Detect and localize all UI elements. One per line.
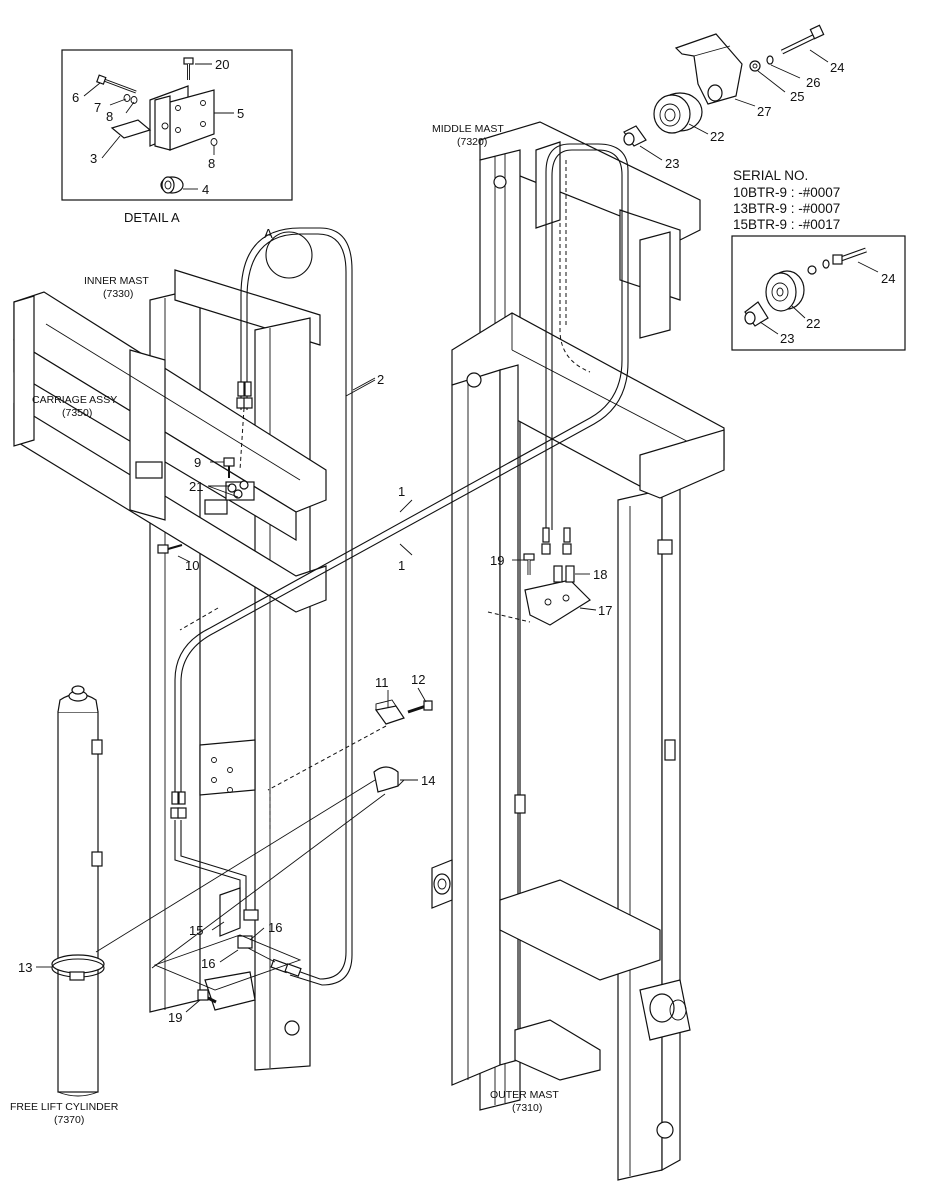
callout-11: 11 bbox=[375, 675, 389, 690]
carriage-code: (7350) bbox=[62, 407, 92, 419]
outer-mast-pivot bbox=[431, 859, 453, 909]
callout-10: 10 bbox=[185, 558, 199, 573]
detail-a-top-bolt bbox=[183, 57, 194, 80]
callout-24: 24 bbox=[830, 60, 844, 75]
serial-bolt bbox=[832, 247, 867, 265]
outer-mast bbox=[431, 312, 725, 1181]
serial-washer bbox=[822, 259, 830, 269]
callout-19b: 19 bbox=[168, 1010, 182, 1025]
serial-washer bbox=[807, 265, 817, 275]
callout-1a: 1 bbox=[398, 484, 405, 499]
middle-mast-label: MIDDLE MAST bbox=[432, 123, 504, 135]
serial-callout-22: 22 bbox=[806, 316, 820, 331]
lower-bracket bbox=[153, 887, 302, 991]
detail-a-washer bbox=[130, 96, 138, 104]
callout-21: 21 bbox=[189, 479, 203, 494]
detail-a-clip bbox=[110, 119, 152, 139]
pulley-wheel bbox=[653, 92, 703, 134]
detail-a-roller bbox=[160, 176, 184, 194]
callout-12: 12 bbox=[411, 672, 425, 687]
callout-14: 14 bbox=[421, 773, 435, 788]
hose-fittings bbox=[170, 381, 575, 977]
washer-25 bbox=[749, 60, 761, 72]
callout-27: 27 bbox=[757, 104, 771, 119]
pulley-assembly: 24 26 25 27 22 23 bbox=[623, 24, 844, 171]
serial-title: SERIAL NO. bbox=[733, 168, 808, 183]
carriage-manifold bbox=[225, 480, 255, 501]
callout-23: 23 bbox=[665, 156, 679, 171]
free-lift-label: FREE LIFT CYLINDER bbox=[10, 1101, 119, 1113]
serial-line-2: 13BTR-9 : -#0007 bbox=[733, 201, 840, 216]
clamp-14 bbox=[373, 766, 405, 793]
callout-9: 9 bbox=[194, 455, 201, 470]
callout-26: 26 bbox=[806, 75, 820, 90]
detail-a-frame bbox=[61, 49, 293, 201]
callout-A: A bbox=[264, 226, 273, 241]
serial-pulley bbox=[765, 270, 805, 312]
bolt-19-lower bbox=[197, 989, 217, 1004]
callout-5: 5 bbox=[237, 106, 244, 121]
callout-18: 18 bbox=[593, 567, 607, 582]
callout-20: 20 bbox=[215, 57, 229, 72]
inner-mast-label: INNER MAST bbox=[84, 275, 149, 287]
clamp-11 bbox=[374, 699, 405, 725]
serial-frame bbox=[731, 235, 906, 351]
callout-13: 13 bbox=[18, 960, 32, 975]
callout-15: 15 bbox=[189, 923, 203, 938]
free-lift-cylinder bbox=[51, 685, 105, 1097]
outer-mast-bottom-beam bbox=[499, 879, 661, 981]
middle-mast-code: (7320) bbox=[457, 136, 487, 148]
callout-16a: 16 bbox=[268, 920, 282, 935]
detail-a-washer bbox=[210, 138, 218, 146]
carriage-assy bbox=[13, 291, 327, 613]
outer-mast-right-rail bbox=[617, 489, 663, 1181]
pulley-bracket bbox=[674, 33, 743, 105]
outer-mast-pivot bbox=[639, 979, 691, 1041]
detail-a-marker bbox=[265, 231, 313, 279]
callout-17: 17 bbox=[598, 603, 612, 618]
bolt-19-upper bbox=[523, 553, 535, 575]
pulley-sleeve bbox=[707, 84, 723, 102]
washer-26 bbox=[766, 55, 774, 65]
hose-bracket-17 bbox=[524, 579, 591, 626]
callout-16b: 16 bbox=[201, 956, 215, 971]
outer-mast-left-rail bbox=[451, 369, 501, 1086]
detail-a-panel: 20 6 7 8 5 3 8 4 DETAIL A bbox=[61, 49, 293, 225]
callout-4: 4 bbox=[202, 182, 209, 197]
outer-mast-code: (7310) bbox=[512, 1102, 542, 1114]
detail-a-washer bbox=[123, 94, 131, 102]
callout-6: 6 bbox=[72, 90, 79, 105]
callout-25: 25 bbox=[790, 89, 804, 104]
carriage-label: CARRIAGE ASSY bbox=[32, 394, 117, 406]
bolt-24 bbox=[780, 24, 825, 55]
hose-1 bbox=[174, 143, 629, 795]
callout-8: 8 bbox=[106, 109, 113, 124]
serial-callout-23: 23 bbox=[780, 331, 794, 346]
outer-mast-label: OUTER MAST bbox=[490, 1089, 559, 1101]
callout-22: 22 bbox=[710, 129, 724, 144]
serial-line-1: 10BTR-9 : -#0007 bbox=[733, 185, 840, 200]
pulley-pin bbox=[623, 125, 647, 147]
free-lift-code: (7370) bbox=[54, 1114, 84, 1126]
bolt-12 bbox=[407, 700, 433, 714]
detail-a-bracket bbox=[149, 85, 215, 151]
bolt-10 bbox=[157, 544, 183, 554]
callout-2: 2 bbox=[377, 372, 384, 387]
cylinder-clamp-13 bbox=[51, 954, 105, 981]
serial-panel: SERIAL NO. 10BTR-9 : -#0007 13BTR-9 : -#… bbox=[731, 168, 906, 351]
callout-3: 3 bbox=[90, 151, 97, 166]
callout-19a: 19 bbox=[490, 553, 504, 568]
detail-a-bolt bbox=[96, 74, 137, 94]
serial-callout-24: 24 bbox=[881, 271, 895, 286]
carriage-plate bbox=[129, 349, 166, 521]
detail-a-title: DETAIL A bbox=[124, 210, 180, 225]
callout-1b: 1 bbox=[398, 558, 405, 573]
serial-pin bbox=[744, 301, 769, 327]
callout-8b: 8 bbox=[208, 156, 215, 171]
callout-7: 7 bbox=[94, 100, 101, 115]
serial-line-3: 15BTR-9 : -#0017 bbox=[733, 217, 840, 232]
inner-mast-code: (7330) bbox=[103, 288, 133, 300]
